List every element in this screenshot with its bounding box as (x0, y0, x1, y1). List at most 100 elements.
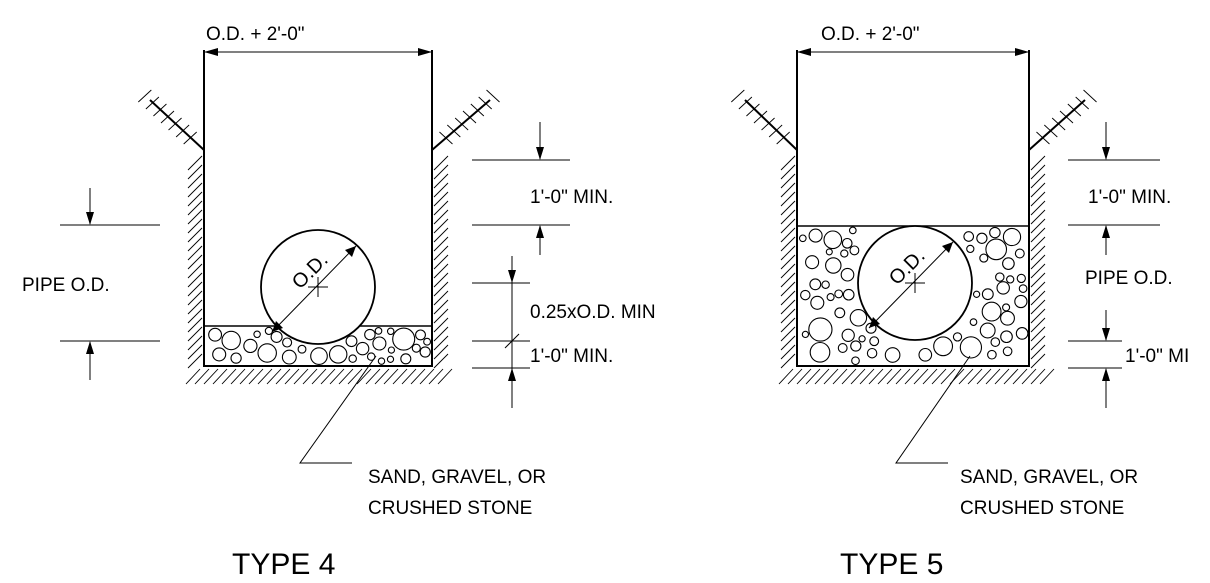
hatch-line (780, 227, 796, 243)
gravel-stone (849, 309, 868, 327)
hatch-line (470, 103, 485, 117)
hatch-line (780, 209, 796, 225)
gravel-stone (884, 347, 901, 363)
hatch-line (780, 299, 796, 315)
gravel-stone (366, 352, 376, 361)
hatch-line (383, 368, 399, 385)
hatch-line (922, 368, 938, 385)
hatch-line (433, 335, 449, 351)
gravel-stone (297, 344, 307, 354)
gravel-stone (270, 330, 283, 343)
gravel-stone (825, 257, 842, 274)
type5-trench (731, 50, 1097, 385)
hatch-line (841, 368, 857, 385)
hatch-line (1030, 182, 1046, 198)
gravel-stone (981, 288, 994, 301)
gravel-stone (328, 345, 348, 364)
type5-bedding-dim-label: 1'-0" MI (1125, 346, 1189, 367)
gravel-stone (826, 293, 835, 302)
hatch-line (1030, 272, 1046, 288)
gravel-stone (1002, 257, 1015, 270)
type5-detail: O.D. O.D. + 2'-0" 1'-0" MIN. PIPE O.D. 1… (731, 24, 1189, 581)
gravel-stone (387, 346, 396, 354)
hatch-line (437, 368, 453, 385)
hatch-line (1075, 96, 1089, 110)
hatch-line (780, 236, 796, 252)
hatch-line (958, 368, 974, 385)
hatch-line (462, 110, 477, 124)
hatch-line (153, 103, 167, 117)
hatch-line (1044, 124, 1058, 138)
hatch-line (433, 227, 449, 243)
hatch-line (814, 368, 830, 385)
hatch-line (194, 368, 210, 385)
hatch-line (419, 368, 435, 385)
gravel-stone (858, 335, 866, 343)
hatch-line (145, 96, 160, 110)
hatch-line (1030, 281, 1046, 297)
hatch-line (433, 308, 449, 324)
hatch-line (780, 254, 796, 270)
gravel-stone (952, 332, 963, 342)
hatch-line (780, 281, 796, 297)
hatch-line (1030, 218, 1046, 234)
hatch-line (1030, 200, 1046, 216)
hatch-line (486, 89, 500, 103)
hatch-line (433, 254, 449, 270)
hatch-line (138, 89, 152, 103)
hatch-line (1030, 263, 1046, 279)
hatch-line (1039, 368, 1055, 385)
hatch-line (410, 368, 426, 385)
hatch-line (780, 272, 796, 288)
gravel-stone (848, 226, 857, 235)
hatch-line (248, 368, 264, 385)
hatch-line (776, 131, 790, 145)
gravel-stone (966, 244, 975, 254)
type5-soil-hatching (731, 89, 1097, 385)
type5-bedding-stones (798, 226, 1029, 366)
hatch-line (433, 263, 449, 279)
hatch-line (338, 368, 354, 385)
gravel-stone (969, 318, 978, 326)
gravel-stone (809, 278, 822, 291)
hatch-line (768, 124, 783, 138)
hatch-line (1030, 308, 1046, 324)
hatch-line (266, 368, 282, 385)
hatch-line (780, 245, 796, 261)
hatch-line (187, 308, 203, 324)
hatch-line (433, 173, 449, 189)
hatch-line (187, 254, 203, 270)
hatch-line (1030, 155, 1046, 171)
type4-width-dimension: O.D. + 2'-0" (204, 24, 432, 56)
gravel-stone (1002, 303, 1011, 312)
type5-right-dimensions: 1'-0" MIN. PIPE O.D. 1'-0" MI (1068, 122, 1189, 408)
hatch-line (221, 368, 237, 385)
type4-trench (138, 50, 500, 385)
hatch-line (1083, 89, 1097, 103)
hatch-line (780, 290, 796, 306)
hatch-line (187, 263, 203, 279)
type4-material-line2: CRUSHED STONE (368, 498, 532, 519)
hatch-line (185, 368, 201, 385)
gravel-stone (1016, 273, 1026, 284)
gravel-stone (348, 354, 357, 363)
hatch-line (913, 368, 929, 385)
hatch-line (1059, 110, 1074, 124)
hatch-line (832, 368, 848, 385)
gravel-stone (981, 301, 1002, 322)
hatch-line (1036, 131, 1050, 145)
gravel-stone (253, 330, 261, 339)
hatch-line (994, 368, 1010, 385)
gravel-stone (386, 355, 395, 363)
type5-material-line1: SAND, GRAVEL, OR (960, 467, 1138, 488)
hatch-line (160, 110, 175, 124)
hatch-line (931, 368, 947, 385)
hatch-line (868, 368, 884, 385)
hatch-line (187, 209, 203, 225)
hatch-line (187, 290, 203, 306)
hatch-line (433, 218, 449, 234)
hatch-line (311, 368, 327, 385)
hatch-line (433, 200, 449, 216)
hatch-line (940, 368, 956, 385)
hatch-line (187, 353, 203, 369)
